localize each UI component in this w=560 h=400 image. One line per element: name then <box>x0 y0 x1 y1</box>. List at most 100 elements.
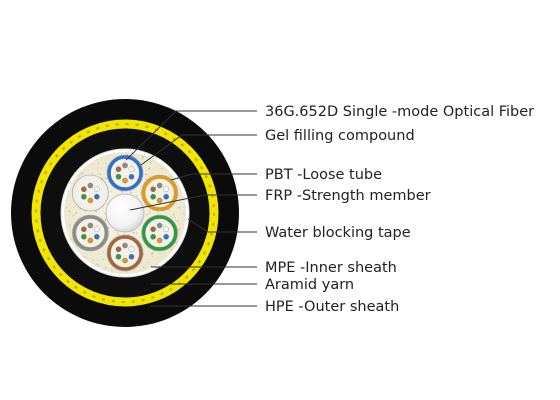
optical-fiber <box>156 197 163 204</box>
gel-speck <box>165 214 168 217</box>
gel-speck <box>177 194 180 196</box>
gel-speck <box>141 155 144 158</box>
loose-tube-orange <box>141 174 178 212</box>
optical-fiber <box>128 173 135 180</box>
gel-speck <box>114 230 117 232</box>
gel-speck <box>178 206 181 209</box>
gel-speck <box>96 263 98 266</box>
gel-speck <box>102 258 104 260</box>
loose-tube-wall-green <box>141 215 178 251</box>
gel-speck <box>84 210 86 213</box>
loose-tube-grey <box>72 214 109 252</box>
loose-tubes <box>72 154 178 272</box>
gel-speck <box>172 214 175 216</box>
loose-tube-wall-blue <box>107 155 143 191</box>
gel-speck <box>75 212 78 215</box>
optical-fiber <box>94 226 100 233</box>
gel-speck <box>170 248 173 250</box>
gel-speck <box>176 220 179 223</box>
gel-speck <box>163 253 165 255</box>
gel-speck <box>105 162 107 164</box>
gel-speck <box>105 177 108 180</box>
optical-fiber <box>122 177 128 184</box>
gel-speck <box>65 207 68 209</box>
optical-fiber <box>115 253 122 260</box>
loose-tube-outline <box>106 154 144 192</box>
label-optical-fiber: 36G.652D Single -mode Optical Fiber <box>265 104 534 120</box>
optical-fiber <box>163 226 169 233</box>
optical-fiber <box>122 257 128 264</box>
gel-speck <box>78 174 81 177</box>
gel-speck <box>84 256 87 258</box>
loose-tube-wall-orange <box>141 175 178 211</box>
label-gel-filling-compound: Gel filling compound <box>265 128 415 144</box>
gel-speck <box>104 219 107 222</box>
gel-speck <box>104 267 107 270</box>
gel-speck <box>133 231 136 234</box>
optical-fiber <box>163 186 169 193</box>
gel-speck <box>148 212 151 215</box>
gel-speck <box>178 228 180 231</box>
gel-speck <box>96 167 99 169</box>
optical-fiber <box>128 246 135 253</box>
optical-fiber <box>163 193 169 200</box>
gel-speck <box>170 175 173 178</box>
gel-speck <box>99 173 102 175</box>
gel-speck <box>142 158 144 160</box>
gel-speck <box>97 162 100 164</box>
label-water-blocking-tape: Water blocking tape <box>265 225 411 241</box>
optical-fiber <box>122 242 128 249</box>
gel-speck <box>111 270 113 272</box>
optical-fiber <box>87 197 94 204</box>
gel-speck <box>116 231 119 234</box>
gel-speck <box>97 172 99 175</box>
loose-tube-brown <box>106 234 144 272</box>
optical-fiber <box>156 237 163 244</box>
optical-fiber <box>94 233 100 240</box>
loose-tube-outline <box>72 214 109 252</box>
label-frp-strength-member: FRP -Strength member <box>265 188 431 204</box>
leader-lines <box>125 110 257 307</box>
gel-speck <box>70 238 73 241</box>
gel-speck <box>148 209 151 212</box>
optical-fiber <box>115 166 122 173</box>
leader-line-pbt <box>170 173 257 181</box>
loose-tube-outline <box>72 174 109 212</box>
gel-speck <box>68 224 71 227</box>
gel-speck <box>156 212 159 214</box>
gel-speck <box>151 255 154 258</box>
gel-speck <box>68 210 71 213</box>
gel-speck <box>168 209 171 212</box>
loose-tube-green <box>141 214 178 252</box>
gel-speck <box>151 252 154 255</box>
gel-speck <box>159 252 161 255</box>
gel-speck <box>160 167 163 170</box>
optical-fiber <box>150 186 156 193</box>
gel-speck <box>95 210 98 213</box>
label-pbt-loose-tube: PBT -Loose tube <box>265 167 382 183</box>
gel-speck <box>148 261 150 263</box>
gel-speck <box>182 212 185 215</box>
loose-tube-wall-brown <box>107 235 143 271</box>
gel-speck <box>80 172 83 175</box>
optical-fiber <box>122 162 128 169</box>
optical-fiber <box>87 182 94 189</box>
gel-speck <box>145 173 148 176</box>
optical-fiber <box>150 193 156 200</box>
gel-speck <box>174 216 176 219</box>
gel-speck <box>135 194 138 197</box>
optical-fiber <box>128 166 135 173</box>
gel-speck <box>97 264 100 267</box>
loose-tube-white <box>72 174 109 212</box>
optical-fiber <box>156 222 163 229</box>
loose-tube-wall-white <box>72 175 109 211</box>
gel-speck <box>135 232 138 234</box>
gel-speck <box>129 191 132 194</box>
gel-speck <box>183 206 185 208</box>
gel-speck <box>148 175 151 178</box>
gel-speck <box>131 231 134 233</box>
leader-line-frp <box>129 194 257 211</box>
gel-speck <box>173 213 175 215</box>
loose-tube-outline <box>141 214 178 252</box>
optical-fiber <box>81 193 87 200</box>
